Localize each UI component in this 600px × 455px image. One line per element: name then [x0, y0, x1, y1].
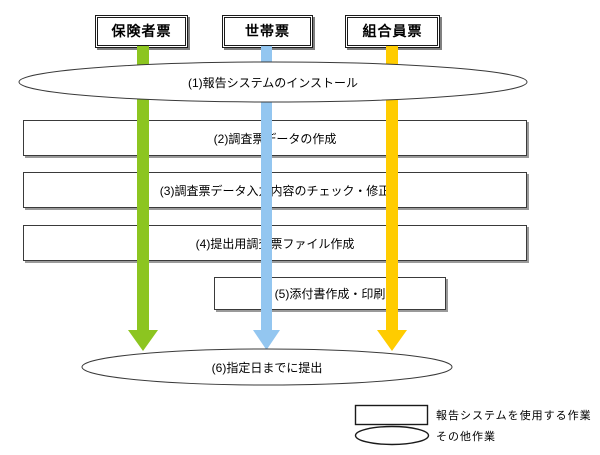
step1-label-wrap: (1)報告システムのインストール	[19, 62, 527, 102]
step1-ellipse	[18, 61, 528, 103]
legend-item-other-task-label: その他作業	[436, 431, 496, 443]
legend-item-system-task: 報告システムを使用する作業	[436, 406, 592, 424]
step4-label: (4)提出用調査票ファイル作成	[195, 236, 355, 251]
source-box-member-label: 組合員票	[362, 23, 423, 39]
source-box-insurer[interactable]: 保険者票	[95, 15, 188, 48]
legend-item-other-task: その他作業	[436, 427, 496, 445]
step5-label: (5)添付書作成・印刷	[274, 287, 386, 301]
step5-box[interactable]: (5)添付書作成・印刷	[214, 277, 446, 310]
step3-box[interactable]: (3)調査票データ入力内容のチェック・修正	[23, 172, 527, 208]
source-box-household[interactable]: 世帯票	[222, 15, 313, 48]
stream-arrow-yellow	[377, 46, 407, 351]
source-box-insurer-label: 保険者票	[111, 23, 172, 39]
stream-arrow-green	[128, 46, 158, 351]
stream-arrow-blue	[253, 46, 280, 350]
step4-box[interactable]: (4)提出用調査票ファイル作成	[23, 225, 527, 261]
legend-item-system-task-label: 報告システムを使用する作業	[436, 410, 592, 422]
step3-label: (3)調査票データ入力内容のチェック・修正	[159, 183, 391, 198]
legend-rect-swatch	[354, 404, 429, 426]
legend-ellipse-swatch	[354, 425, 430, 446]
step6-label-wrap: (6)指定日までに提出	[82, 349, 452, 385]
source-box-household-label: 世帯票	[245, 23, 290, 39]
step6-label: (6)指定日までに提出	[211, 360, 323, 375]
step2-label: (2)調査票データの作成	[213, 131, 337, 146]
step6-ellipse	[81, 348, 453, 386]
source-box-member[interactable]: 組合員票	[345, 15, 440, 48]
step2-box[interactable]: (2)調査票データの作成	[23, 120, 527, 156]
step1-label: (1)報告システムのインストール	[187, 75, 359, 90]
